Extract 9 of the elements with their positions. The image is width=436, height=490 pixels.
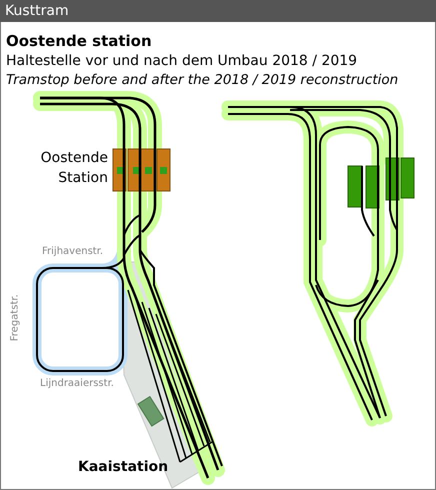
street-label: Lijndraaiersstr. <box>40 378 114 390</box>
street-label: Frijhavenstr. <box>42 246 104 258</box>
subtitle: Tramstop before and after the 2018 / 2019 reconstruction <box>6 73 398 89</box>
station-label: Kaaistation <box>78 459 168 476</box>
header-title: Kusttram <box>5 3 69 20</box>
subtitle: Haltestelle vor und nach dem Umbau 2018 / 2019 <box>6 53 358 70</box>
station-label: Oostende Station <box>40 149 108 188</box>
diagram-title: Oostende station <box>6 33 152 50</box>
street-label: Fregatstr. <box>10 294 22 342</box>
